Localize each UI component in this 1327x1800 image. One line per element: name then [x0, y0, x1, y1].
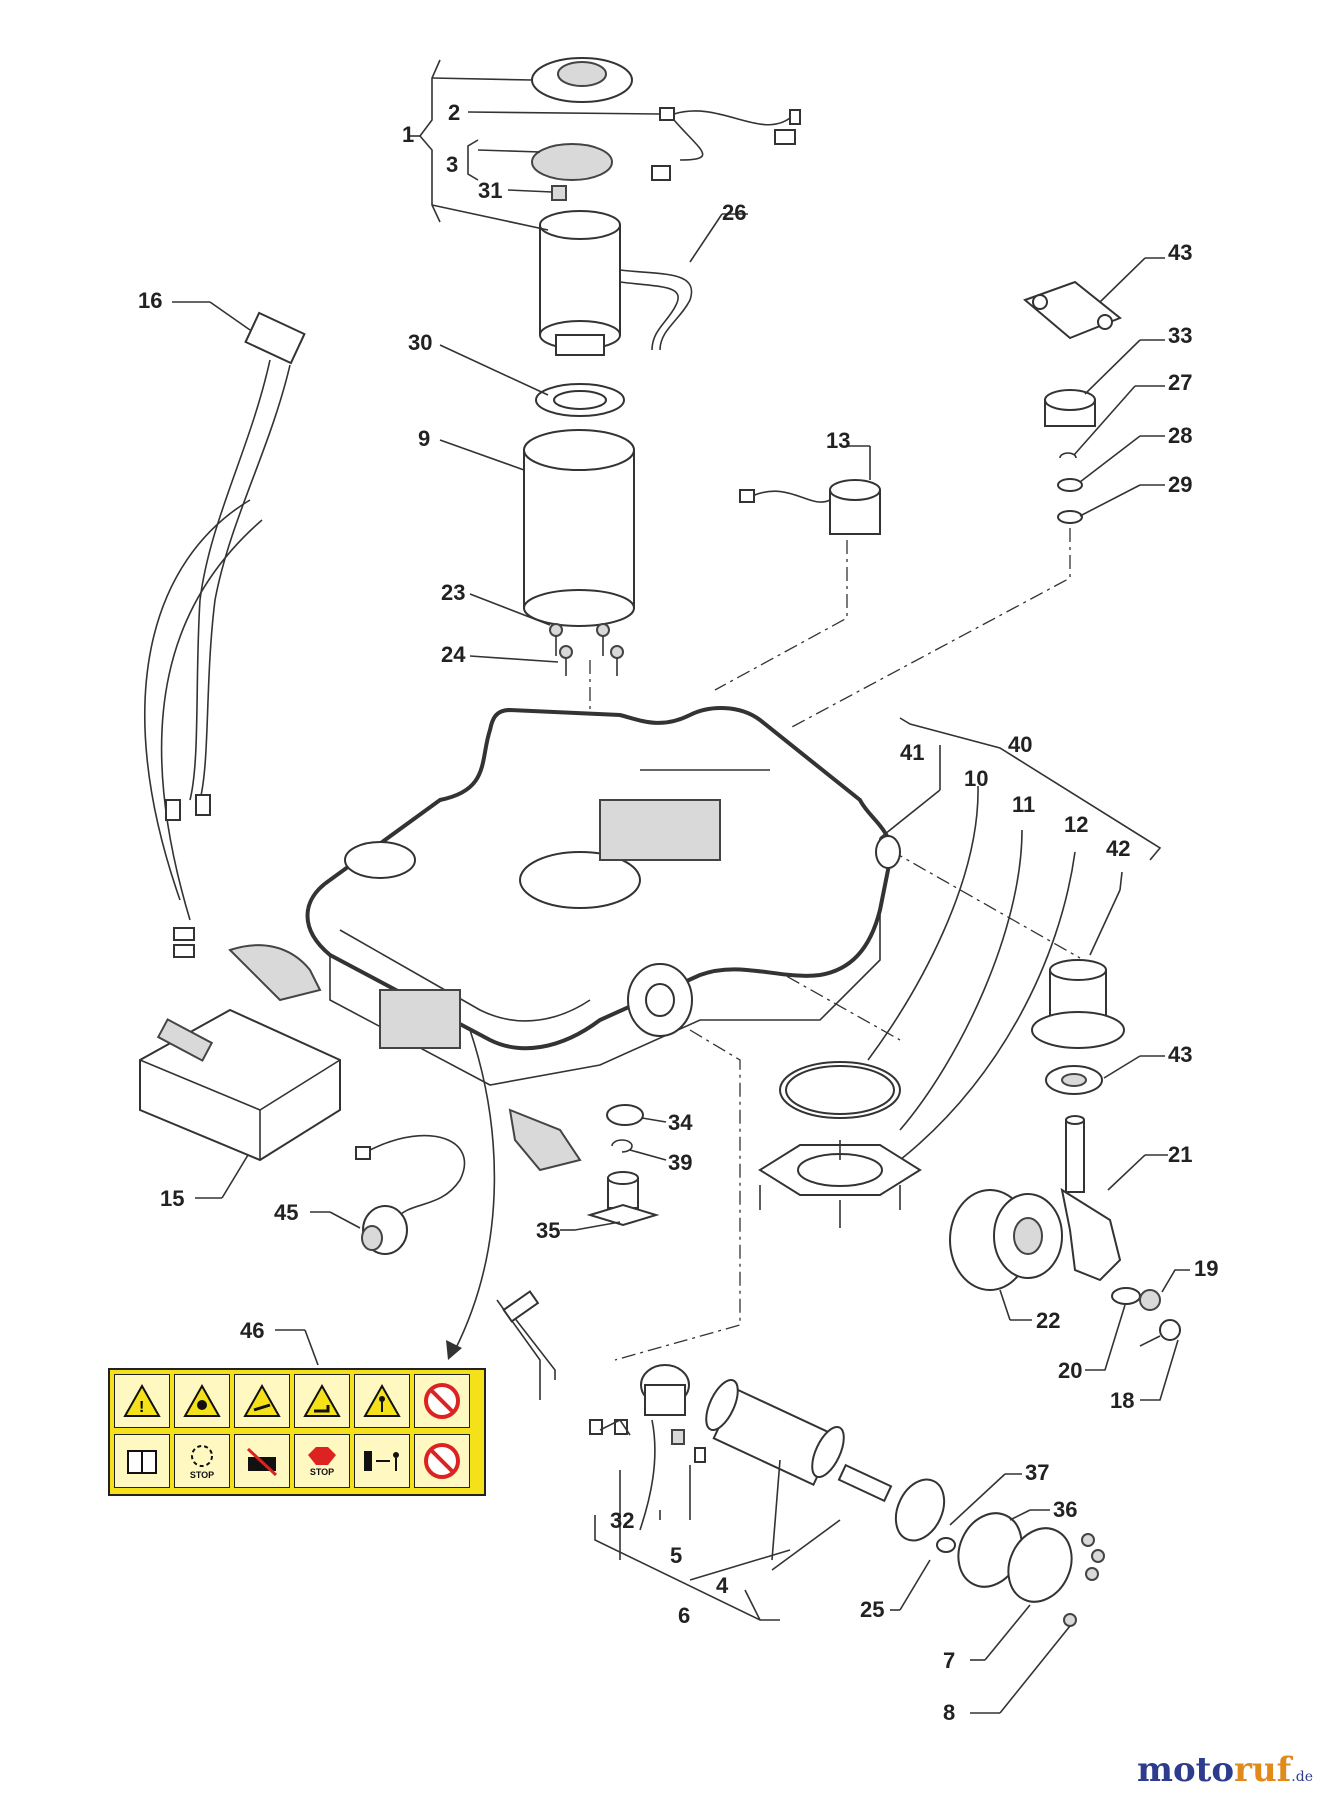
label-11: 11 — [1012, 792, 1035, 817]
label-36: 36 — [1053, 1497, 1077, 1522]
brand-part-2: ruf — [1234, 1750, 1292, 1790]
label-42: 42 — [1106, 836, 1130, 861]
label-7: 7 — [943, 1648, 955, 1673]
hand-cut-icon — [234, 1374, 290, 1428]
mower-chassis — [228, 706, 901, 1172]
label-35: 35 — [536, 1218, 560, 1243]
arrowhead-icon — [446, 1340, 462, 1360]
manual-icon — [114, 1434, 170, 1488]
no-children-pets-icon — [414, 1434, 470, 1488]
stop-button-icon: STOP — [294, 1434, 350, 1488]
label-21: 21 — [1168, 1142, 1192, 1167]
ring-and-plate — [758, 1061, 922, 1228]
label-13: 13 — [826, 428, 850, 453]
wire-harness — [144, 301, 306, 958]
label-10: 10 — [964, 766, 988, 791]
label-19: 19 — [1194, 1256, 1218, 1281]
label-1: 1 — [402, 122, 414, 147]
label-24: 24 — [441, 642, 466, 667]
part-number-labels: 1 2 3 31 26 16 30 9 13 43 33 27 28 29 23… — [138, 100, 1218, 1725]
label-46: 46 — [240, 1318, 264, 1343]
no-lift-icon — [234, 1434, 290, 1488]
label-34: 34 — [668, 1110, 693, 1135]
label-8: 8 — [943, 1700, 955, 1725]
label-23: 23 — [441, 580, 465, 605]
label-location-arrow — [454, 1029, 496, 1351]
label-15: 15 — [160, 1186, 184, 1211]
top-right-small-parts — [1023, 257, 1165, 524]
front-wheel-parts — [949, 871, 1190, 1401]
person-hazard-icon — [354, 1374, 410, 1428]
label-26: 26 — [722, 200, 746, 225]
safety-warning-label: ! STOP STOP — [108, 1368, 486, 1496]
motor-assembly-parts — [408, 57, 801, 356]
label-20: 20 — [1058, 1358, 1082, 1383]
housing-parts — [439, 344, 635, 676]
label-43-bottom: 43 — [1168, 1042, 1192, 1067]
brand-suffix: .de — [1291, 1769, 1313, 1785]
label-43-top: 43 — [1168, 240, 1192, 265]
label-12: 12 — [1064, 812, 1088, 837]
label-39: 39 — [668, 1150, 692, 1175]
label-16: 16 — [138, 288, 162, 313]
label-18: 18 — [1110, 1388, 1134, 1413]
label-28: 28 — [1168, 423, 1192, 448]
label-31: 31 — [478, 178, 502, 203]
label-27: 27 — [1168, 370, 1192, 395]
drive-motor-parts — [496, 1290, 1105, 1714]
label-41: 41 — [900, 740, 924, 765]
brand-part-1: moto — [1136, 1750, 1235, 1790]
battery-and-socket — [139, 1008, 466, 1255]
label-25: 25 — [860, 1597, 884, 1622]
label-29: 29 — [1168, 472, 1192, 497]
label-30: 30 — [408, 330, 432, 355]
stop-text-button: STOP — [309, 1467, 335, 1477]
stop-text-blade: STOP — [189, 1470, 215, 1480]
thrown-object-icon — [174, 1374, 230, 1428]
label-37: 37 — [1025, 1460, 1049, 1485]
label-40: 40 — [1008, 732, 1032, 757]
label-33: 33 — [1168, 323, 1192, 348]
blade-hub-parts — [560, 1104, 667, 1231]
warning-triangle-icon: ! — [114, 1374, 170, 1428]
safe-distance-icon — [354, 1434, 410, 1488]
label-4: 4 — [716, 1573, 729, 1598]
label-5: 5 — [670, 1543, 682, 1568]
foot-cut-icon — [294, 1374, 350, 1428]
label-45: 45 — [274, 1200, 298, 1225]
label-32: 32 — [610, 1508, 634, 1533]
label-3: 3 — [446, 152, 458, 177]
no-riding-icon — [414, 1374, 470, 1428]
label-9: 9 — [418, 426, 430, 451]
svg-text:!: ! — [139, 1399, 144, 1416]
bracket-40 — [867, 717, 1162, 1161]
coil-part — [739, 445, 881, 535]
label-2: 2 — [448, 100, 460, 125]
blade-stop-icon: STOP — [174, 1434, 230, 1488]
brand-logo: motoruf.de — [1137, 1750, 1313, 1790]
label-22: 22 — [1036, 1308, 1060, 1333]
label-6: 6 — [678, 1603, 690, 1628]
